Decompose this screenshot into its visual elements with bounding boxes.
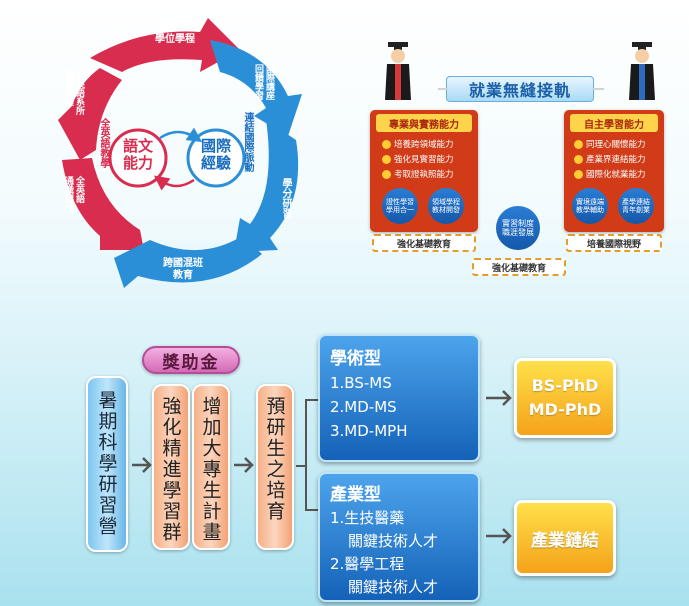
academic-track-box: 學術型 1.BS-MS 2.MD-MS 3.MD-MPH (318, 334, 480, 462)
academic-line-2: 2.MD-MS (330, 398, 397, 416)
industry-line-1: 1.生技醫藥 (330, 509, 405, 527)
middle-circle: 實習制度 職涯發展 (496, 206, 540, 250)
cycle-arrow-lower-left (62, 158, 144, 250)
cycle-label-lecture-feedback: 國際講座 回饋學習 (253, 64, 274, 100)
cycle-arrow-top (90, 18, 240, 72)
self-learning-panel: 自主學習能力 同理心關懷能力 產業界連結能力 國際化就業能力 實境遠端 教學輔助… (564, 110, 664, 232)
cycle-arrow-upper-left (58, 68, 122, 160)
professional-circle-1: 證性學習 學用合一 (382, 188, 418, 224)
right-footer-pill: 培養國際視野 (566, 234, 662, 252)
self-learning-circle-1: 實境遠端 教學輔助 (572, 188, 608, 224)
cycle-label-department-courses: 全英語系所 專業課程 (63, 70, 84, 115)
international-experience-label: 國際 經驗 (200, 137, 231, 172)
employment-title: 就業無縫接軌 (446, 76, 594, 102)
international-circle (186, 128, 246, 188)
language-circle (108, 128, 168, 188)
academic-result-1: BS-PhD (531, 376, 599, 395)
cycle-label-english-teaching: 全英語教學 (98, 118, 109, 168)
arrow-right-icon (486, 528, 512, 544)
industry-track-box: 產業型 1.生技醫藥 關鍵技術人才 2.醫學工程 關鍵技術人才 (318, 472, 480, 602)
branch-connector (296, 399, 318, 511)
self-learning-header: 自主學習能力 (570, 114, 658, 132)
professional-item-3: 考取證執照能力 (382, 168, 454, 183)
academic-line-3: 3.MD-MPH (330, 422, 408, 440)
middle-footer-pill: 強化基礎教育 (472, 258, 566, 276)
summer-camp-column: 暑期科學研習營 (86, 376, 128, 552)
cycle-diagram (58, 18, 302, 288)
industry-line-4: 關鍵技術人才 (348, 578, 439, 596)
academic-track-title: 學術型 (330, 349, 381, 369)
academic-line-1: 1.BS-MS (330, 374, 392, 392)
academic-result-box: BS-PhD MD-PhD (514, 358, 616, 438)
cycle-arrow-bottom (114, 236, 262, 288)
language-ability-label: 語文 能力 (122, 137, 153, 172)
graduate-left-icon (385, 42, 411, 100)
arrow-right-icon (486, 390, 512, 406)
professional-circle-2: 領域學程 教材開發 (428, 188, 464, 224)
professional-item-2: 強化見實習能力 (382, 153, 454, 168)
arrow-right-icon (234, 457, 254, 473)
pre-research-column: 預研生之培育 (256, 384, 294, 550)
self-learning-item-2: 產業界連結能力 (574, 153, 646, 168)
cycle-arrow-right (234, 120, 299, 252)
cycle-label-global-link: 連結國際脈動 (242, 112, 253, 172)
graduate-right-icon (629, 42, 655, 100)
enhance-learning-column: 強化精進學習群 (152, 384, 190, 550)
self-learning-item-1: 同理心關懷能力 (574, 138, 646, 153)
industry-result-box: 產業鏈結 (514, 500, 616, 576)
undergrad-plan-column: 增加大專生計畫 (192, 384, 230, 550)
cycle-label-credit-study: 學分研習 (280, 178, 291, 218)
scholarship-label: 獎助金 (142, 346, 240, 374)
cycle-label-general-courses: 全英語 通識課程 (63, 176, 84, 212)
self-learning-item-3: 國際化就業能力 (574, 168, 646, 183)
professional-item-1: 培養跨領域能力 (382, 138, 454, 153)
industry-line-3: 2.醫學工程 (330, 555, 405, 573)
arrow-right-icon (132, 457, 152, 473)
self-learning-circle-2: 產學連結 青年創業 (618, 188, 654, 224)
employment-diagram: 就業無縫接軌 專業與實務能力 培養跨領域能力 強化見實習能力 考取證執照能力 證… (370, 40, 670, 280)
academic-result-2: MD-PhD (528, 400, 602, 419)
cycle-label-mixed-class: 跨國混班 教育 (163, 258, 203, 281)
cycle-label-english-degree: 全英語 學位學程 (155, 22, 195, 45)
professional-skills-header: 專業與實務能力 (376, 114, 472, 132)
employment-title-text: 就業無縫接軌 (468, 81, 571, 100)
cycle-arrow-upper-right (210, 40, 302, 136)
left-footer-pill: 強化基礎教育 (372, 234, 476, 252)
professional-skills-panel: 專業與實務能力 培養跨領域能力 強化見實習能力 考取證執照能力 證性學習 學用合… (370, 110, 478, 232)
industry-track-title: 產業型 (330, 485, 381, 505)
industry-line-2: 關鍵技術人才 (348, 532, 439, 550)
